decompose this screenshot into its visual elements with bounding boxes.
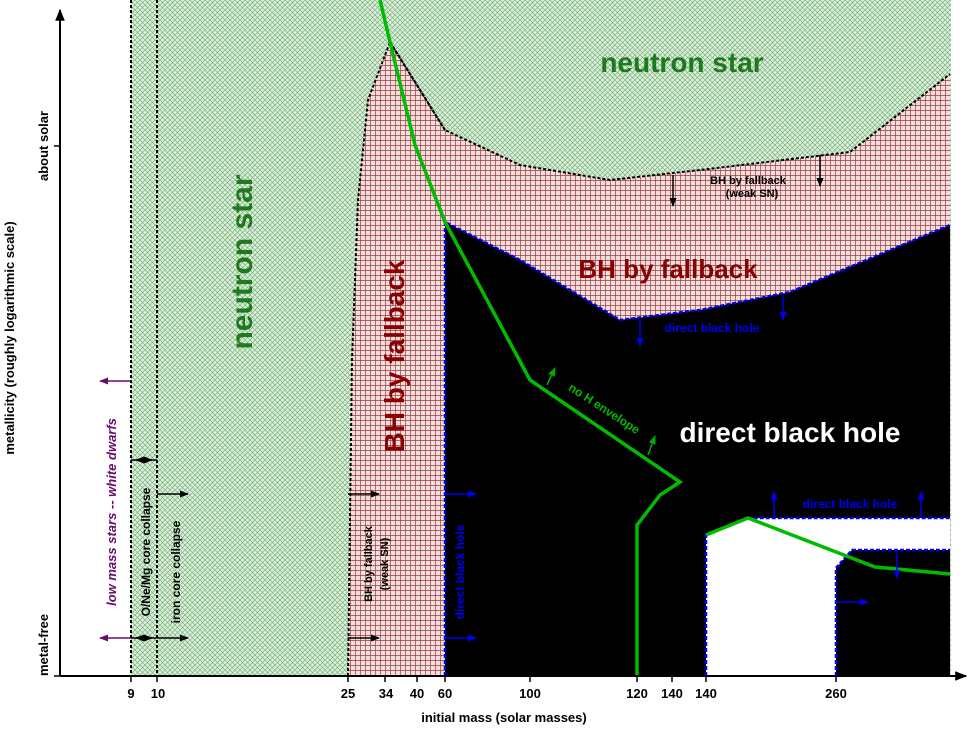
no-h-envelope-line-lower (705, 516, 951, 576)
x-tick-label: 140 (695, 686, 717, 701)
direct-black-hole-label-small-top: direct black hole (665, 321, 760, 335)
x-tick-label-260: 260 (825, 686, 847, 701)
direct-black-hole-label-vertical: direct black hole (453, 524, 467, 619)
y-tick-label-metalfree: metal-free (36, 614, 51, 676)
bh-weak-sn-label-top-2: (weak SN) (726, 188, 779, 200)
x-tick-label: 10 (151, 686, 165, 701)
x-tick-label: 34 (379, 686, 394, 701)
bh-fallback-label-center: BH by fallback (578, 254, 758, 284)
x-tick-label: 100 (519, 686, 541, 701)
x-axis-label: initial mass (solar masses) (421, 710, 586, 725)
bh-weak-sn-label-bottom-2: (weak SN) (379, 537, 391, 590)
neutron-star-label-top: neutron star (600, 47, 763, 78)
onemg-label: O/Ne/Mg core collapse (139, 487, 153, 616)
x-tick-label: 9 (127, 686, 134, 701)
x-ticks (130, 676, 837, 682)
y-axis-label: metallicity (roughly logarithmic scale) (2, 221, 17, 454)
direct-black-hole-label-small-right: direct black hole (803, 497, 898, 511)
bh-weak-sn-label-top-1: BH by fallback (710, 175, 787, 187)
no-h-envelope-line (378, 0, 684, 676)
x-tick-label: 25 (341, 686, 355, 701)
x-tick-label: 60 (438, 686, 452, 701)
pair-instability-boundary-2 (834, 548, 950, 676)
x-tick-label: 140 (661, 686, 683, 701)
x-tick-label: 120 (626, 686, 648, 701)
iron-core-label: iron core collapse (169, 520, 183, 623)
no-h-arrow-1 (546, 367, 556, 386)
y-tick-label-solar: about solar (36, 111, 51, 181)
low-mass-stars-label: low mass stars -- white dwarfs (104, 418, 119, 606)
no-h-arrow-2 (647, 435, 656, 456)
bh-weak-sn-label-bottom-1: BH by fallback (363, 525, 375, 602)
neutron-bh-boundary-top (389, 41, 951, 182)
direct-black-hole-label-main: direct black hole (680, 417, 901, 448)
bh-fallback-label-vertical: BH by fallback (379, 259, 410, 452)
x-tick-label: 40 (410, 686, 424, 701)
pair-instability-region-2 (836, 550, 950, 676)
neutron-star-label-left: neutron star (226, 174, 259, 349)
